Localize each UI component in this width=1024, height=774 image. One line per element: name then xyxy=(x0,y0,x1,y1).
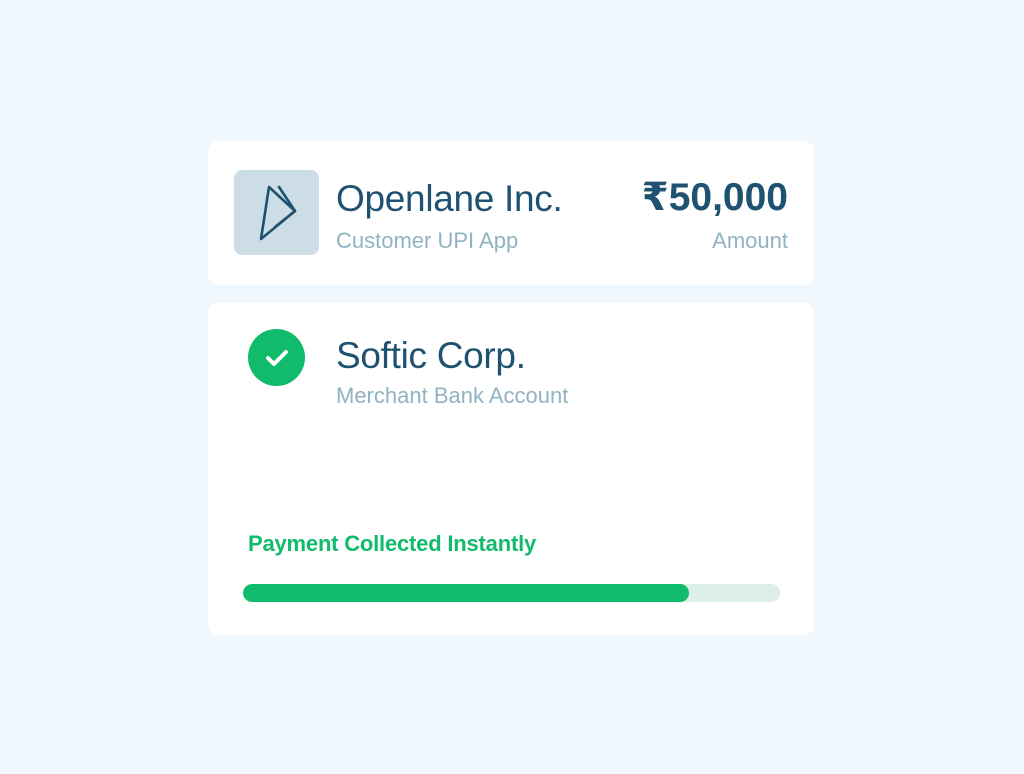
payment-progress-fill xyxy=(243,584,689,602)
payment-progress-bar xyxy=(243,584,780,602)
payment-amount: ₹50,000 xyxy=(641,176,788,219)
payment-status-text: Payment Collected Instantly xyxy=(248,531,537,556)
openlane-logo-icon xyxy=(234,170,319,255)
check-icon xyxy=(248,329,305,386)
payer-subtitle: Customer UPI App xyxy=(336,228,519,253)
payer-card: Openlane Inc. Customer UPI App ₹50,000 A… xyxy=(208,141,814,285)
payee-card: Softic Corp. Merchant Bank Account Payme… xyxy=(208,303,814,635)
amount-label: Amount xyxy=(712,228,788,253)
payee-name: Softic Corp. xyxy=(336,335,526,376)
payer-name: Openlane Inc. xyxy=(336,178,563,219)
payee-subtitle: Merchant Bank Account xyxy=(336,383,569,408)
